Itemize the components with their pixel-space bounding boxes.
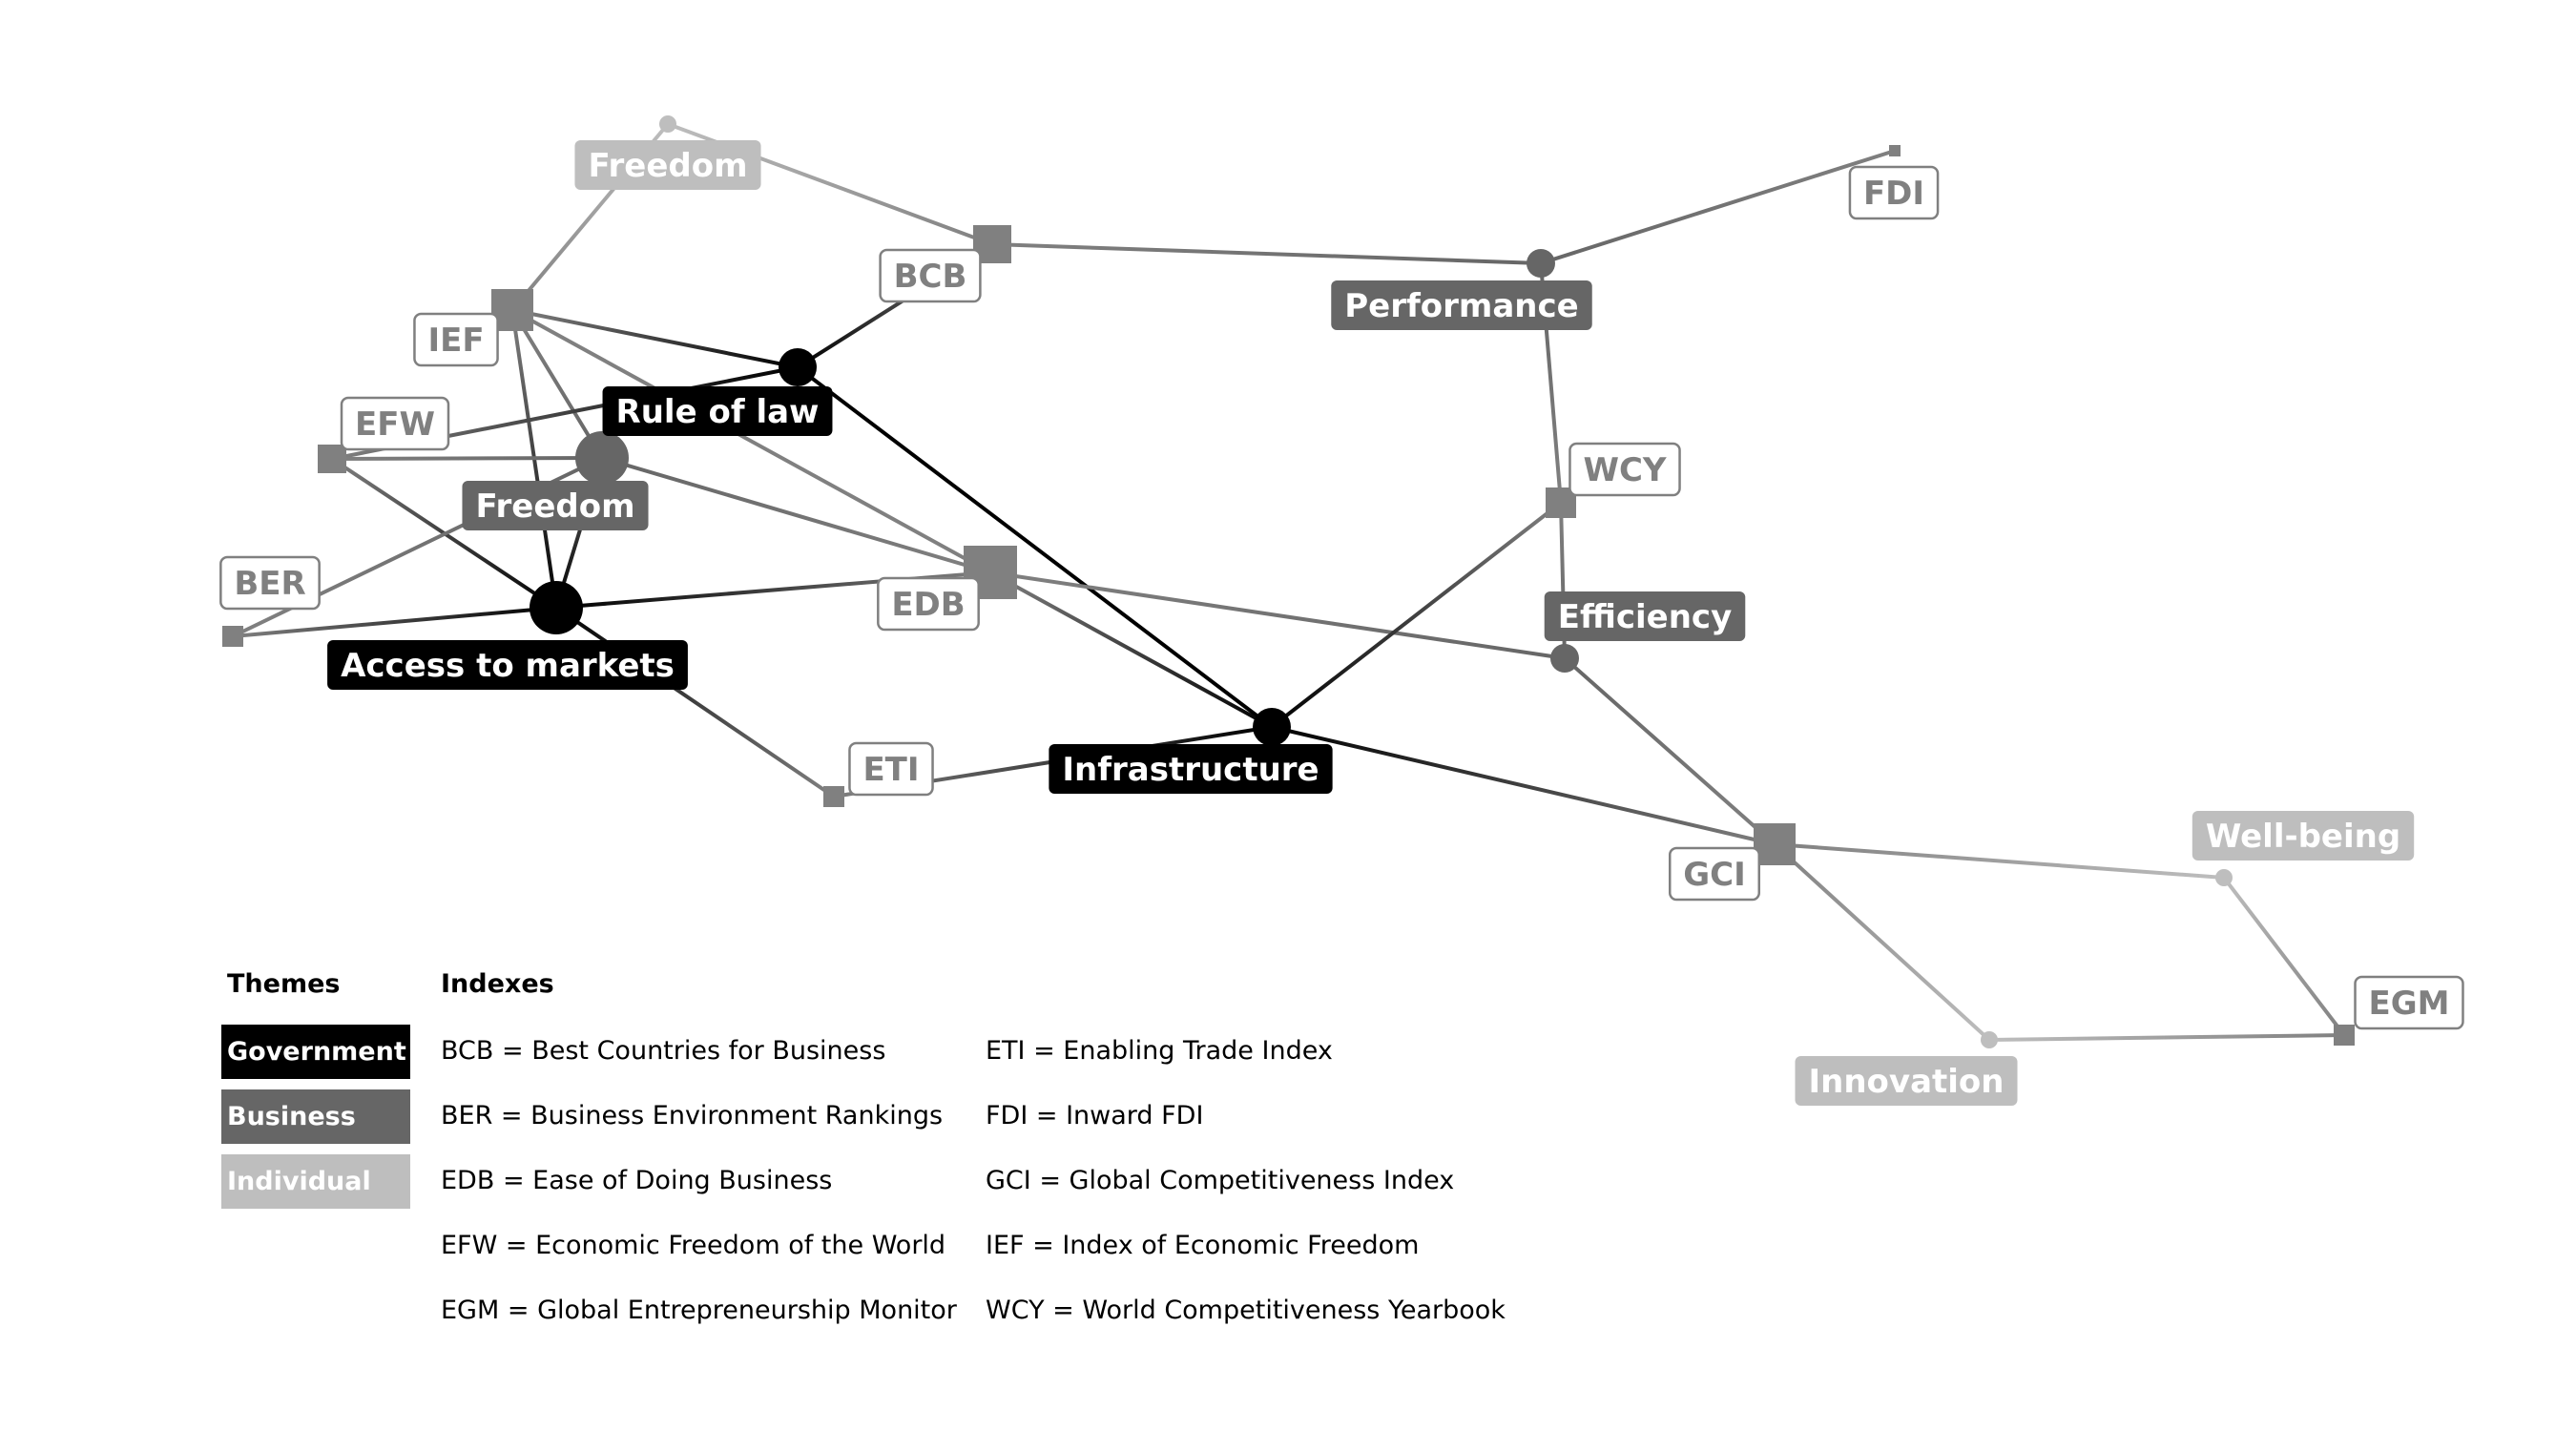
theme-label-box-freedom-individual: [574, 140, 761, 190]
legend-index-entry: BER = Business Environment Rankings: [441, 1101, 944, 1130]
theme-label-box-freedom-business: [462, 481, 649, 530]
index-label-efw: EFW: [355, 405, 435, 444]
theme-node-freedom-business: [575, 431, 629, 485]
theme-label-freedom-individual: Freedom: [588, 147, 747, 185]
edge-edb-efficiency: [989, 570, 1566, 660]
index-label-box-fdi: [1848, 165, 1940, 220]
theme-label-innovation: Innovation: [1809, 1063, 2005, 1101]
index-label-fdi: FDI: [1863, 175, 1924, 213]
edge-gci-well-being: [1774, 842, 2225, 880]
legend-themes-title: Themes: [227, 969, 341, 999]
theme-label-box-performance: [1331, 280, 1592, 330]
legend-index-entry: IEF = Index of Economic Freedom: [986, 1231, 1420, 1260]
theme-node-performance: [1527, 249, 1555, 278]
theme-node-innovation: [1981, 1031, 1998, 1048]
index-label-box-wcy: [1568, 442, 1681, 497]
index-node-ber: [222, 626, 243, 647]
index-node-egm: [2334, 1025, 2355, 1046]
theme-label-rule-of-law: Rule of law: [616, 393, 820, 431]
index-node-fdi: [1889, 145, 1901, 156]
legend-index-entry: BCB = Best Countries for Business: [441, 1036, 886, 1066]
edge-performance-fdi: [1540, 149, 1896, 265]
edge-bcb-performance: [991, 242, 1542, 265]
theme-node-infrastructure: [1253, 708, 1291, 746]
theme-label-access-to-markets: Access to markets: [341, 647, 675, 685]
index-node-gci: [1754, 823, 1796, 865]
index-label-ief: IEF: [427, 321, 484, 360]
theme-node-efficiency: [1550, 644, 1579, 673]
theme-label-freedom-business: Freedom: [475, 487, 634, 526]
edge-freedom-business-edb: [601, 456, 991, 574]
index-label-box-ief: [413, 312, 499, 367]
legend-index-entry: EDB = Ease of Doing Business: [441, 1166, 833, 1195]
index-label-gci: GCI: [1683, 856, 1746, 894]
legend-indexes-title: Indexes: [441, 969, 554, 999]
theme-label-box-access-to-markets: [327, 640, 688, 690]
edge-ief-rule-of-law: [511, 308, 799, 369]
theme-label-well-being: Well-being: [2206, 818, 2400, 856]
legend-index-entry: WCY = World Competitiveness Yearbook: [986, 1296, 1506, 1325]
index-label-box-eti: [848, 741, 934, 797]
theme-node-access-to-markets: [530, 581, 583, 634]
theme-label-box-efficiency: [1544, 591, 1746, 641]
theme-label-box-infrastructure: [1049, 744, 1333, 794]
index-label-wcy: WCY: [1583, 451, 1666, 489]
index-label-egm: EGM: [2369, 985, 2450, 1023]
legend-index-entry: GCI = Global Competitiveness Index: [986, 1166, 1455, 1195]
index-label-box-egm: [2354, 975, 2464, 1030]
legend-index-entry: EFW = Economic Freedom of the World: [441, 1231, 946, 1260]
edge-gci-innovation: [1773, 842, 1991, 1042]
edge-ief-edb: [511, 308, 991, 574]
theme-node-well-being: [2215, 869, 2233, 886]
legend-index-entry: EGM = Global Entrepreneurship Monitor: [441, 1296, 957, 1325]
theme-label-infrastructure: Infrastructure: [1062, 751, 1319, 789]
index-label-box-edb: [877, 576, 980, 632]
edge-infrastructure-wcy: [1270, 501, 1563, 729]
index-label-box-ber: [219, 555, 321, 611]
index-label-edb: EDB: [891, 586, 965, 624]
index-label-box-gci: [1668, 846, 1761, 902]
edge-ber-access-to-markets: [232, 606, 557, 638]
theme-label-box-innovation: [1795, 1056, 2018, 1106]
edge-ief-freedom-business: [510, 308, 604, 460]
legend-theme-business: Business: [221, 1089, 410, 1144]
edge-efw-freedom-business: [331, 456, 603, 461]
index-label-eti: ETI: [862, 751, 919, 789]
legend-index-entry: ETI = Enabling Trade Index: [986, 1036, 1333, 1066]
edge-efficiency-gci: [1563, 656, 1776, 846]
legend-theme-individual: Individual: [221, 1154, 410, 1209]
edge-innovation-egm: [1988, 1033, 2345, 1042]
theme-label-box-well-being: [2192, 811, 2415, 861]
theme-label-efficiency: Efficiency: [1558, 598, 1733, 636]
index-label-box-efw: [340, 396, 450, 451]
theme-node-rule-of-law: [779, 348, 817, 386]
theme-label-performance: Performance: [1344, 287, 1578, 325]
index-node-efw: [318, 445, 346, 473]
edge-rule-of-law-infrastructure: [796, 365, 1274, 729]
edge-well-being-egm: [2222, 876, 2346, 1037]
index-node-eti: [823, 786, 844, 807]
edge-edb-infrastructure: [989, 570, 1273, 729]
edge-infrastructure-gci: [1271, 725, 1776, 846]
legend-index-entry: FDI = Inward FDI: [986, 1101, 1204, 1130]
theme-label-box-rule-of-law: [602, 386, 833, 436]
legend-theme-government: Government: [221, 1025, 410, 1079]
theme-node-freedom-individual: [659, 115, 676, 133]
index-label-box-bcb: [879, 248, 982, 303]
index-label-ber: BER: [234, 565, 305, 603]
edge-access-to-markets-eti: [554, 606, 836, 798]
index-label-bcb: BCB: [894, 258, 967, 296]
